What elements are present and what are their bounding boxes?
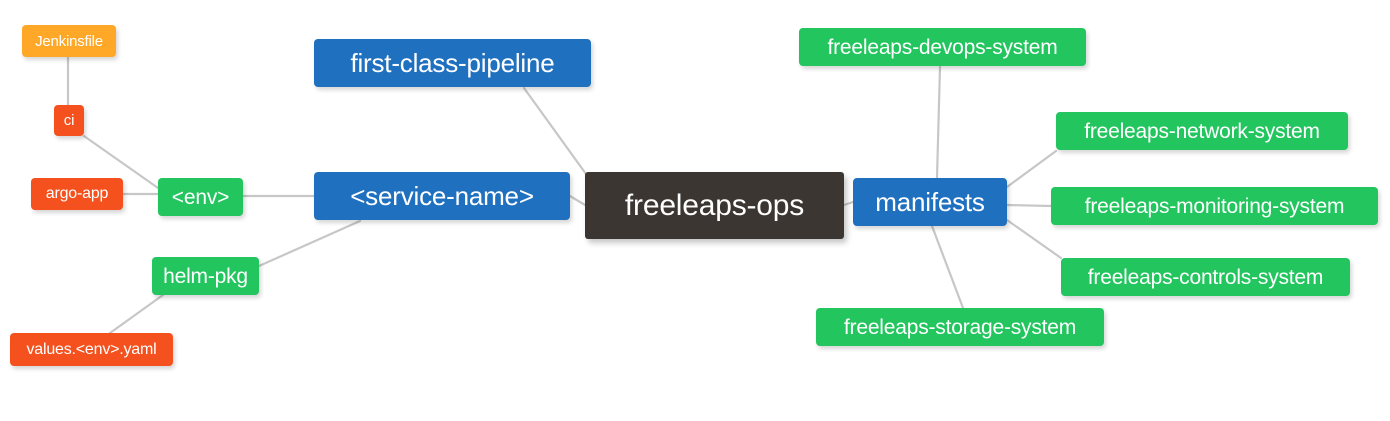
mindmap-node-freeleaps-devops-system[interactable]: freeleaps-devops-system: [799, 28, 1086, 66]
mindmap-node-label: <service-name>: [350, 181, 534, 211]
mindmap-node-first-class-pipeline[interactable]: first-class-pipeline: [314, 39, 591, 87]
mindmap-node-argo-app[interactable]: argo-app: [31, 178, 123, 210]
mindmap-node-helm-pkg[interactable]: helm-pkg: [152, 257, 259, 295]
mindmap-node-values-env-yaml[interactable]: values.<env>.yaml: [10, 333, 173, 366]
edge-ops-manifests: [842, 200, 855, 207]
mindmap-node-env[interactable]: <env>: [158, 178, 243, 216]
mindmap-node-label: freeleaps-network-system: [1084, 119, 1320, 143]
mindmap-node-label: manifests: [875, 187, 985, 217]
mindmap-node-label: Jenkinsfile: [35, 32, 103, 50]
mindmap-node-label: helm-pkg: [163, 264, 248, 288]
edge-service-helm-pkg: [257, 219, 362, 268]
mindmap-node-freeleaps-network-system[interactable]: freeleaps-network-system: [1056, 112, 1348, 150]
mindmap-node-label: values.<env>.yaml: [26, 340, 157, 358]
mindmap-node-freeleaps-ops[interactable]: freeleaps-ops: [585, 172, 844, 239]
edge-manifests-controls: [1005, 218, 1063, 260]
mindmap-node-label: freeleaps-ops: [624, 188, 805, 222]
mindmap-node-label: first-class-pipeline: [350, 48, 555, 78]
mindmap-node-service-name[interactable]: <service-name>: [314, 172, 570, 220]
edge-manifests-storage: [930, 224, 965, 310]
mindmap-node-freeleaps-storage-system[interactable]: freeleaps-storage-system: [816, 308, 1104, 346]
mindmap-node-ci[interactable]: ci: [54, 105, 84, 136]
edge-manifests-network: [1005, 149, 1058, 189]
mindmap-node-manifests[interactable]: manifests: [853, 178, 1007, 226]
edge-ops-first-class-pipeline: [522, 86, 588, 176]
edge-manifests-devops: [935, 65, 942, 180]
edge-manifests-monitoring: [1005, 203, 1053, 208]
mindmap-node-freeleaps-monitoring-system[interactable]: freeleaps-monitoring-system: [1051, 187, 1378, 225]
mindmap-node-label: freeleaps-controls-system: [1087, 265, 1324, 289]
mindmap-node-label: freeleaps-devops-system: [827, 35, 1058, 59]
mindmap-node-freeleaps-controls-system[interactable]: freeleaps-controls-system: [1061, 258, 1350, 296]
mindmap-node-label: argo-app: [45, 185, 109, 202]
mindmap-node-label: ci: [63, 112, 75, 129]
mindmap-node-label: <env>: [171, 185, 230, 209]
edge-helm-values: [108, 293, 165, 335]
edge-ops-service-name: [568, 194, 587, 207]
mindmap-node-label: freeleaps-storage-system: [843, 315, 1077, 339]
mindmap-node-label: freeleaps-monitoring-system: [1084, 194, 1345, 218]
mindmap-node-jenkinsfile[interactable]: Jenkinsfile: [22, 25, 116, 57]
